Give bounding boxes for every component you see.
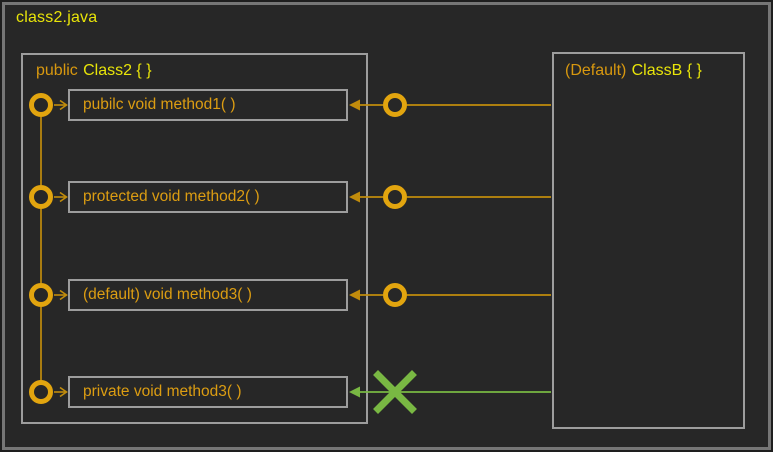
classb-box: (Default)ClassB { } — [552, 52, 745, 429]
classb-name: ClassB { } — [631, 62, 702, 79]
class2-title: public Class2 { } — [36, 62, 366, 80]
file-title: class2.java — [16, 9, 98, 26]
method-box-2: protected void method2( ) — [68, 181, 348, 213]
method-label: (default) void method3( ) — [83, 286, 252, 303]
method-box-3: (default) void method3( ) — [68, 279, 348, 311]
class2-box: public Class2 { } — [21, 53, 368, 424]
method-label: protected void method2( ) — [83, 188, 260, 205]
method-box-4: private void method3( ) — [68, 376, 348, 408]
class2-name: Class2 { } — [83, 62, 152, 79]
class2-modifier: public — [36, 62, 78, 79]
method-label: private void method3( ) — [83, 383, 242, 400]
method-box-1: pubilc void method1( ) — [68, 89, 348, 121]
classb-modifier: (Default) — [565, 62, 627, 79]
method-label: pubilc void method1( ) — [83, 96, 236, 113]
classb-title: (Default)ClassB { } — [565, 62, 743, 80]
